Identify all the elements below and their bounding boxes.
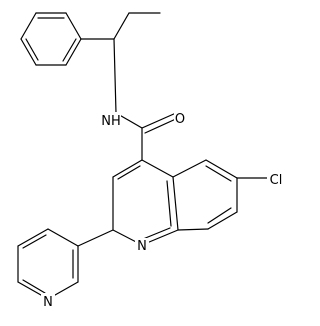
quinoline-core bbox=[112, 159, 269, 246]
svg-text:N: N bbox=[137, 239, 147, 254]
atom-label-chlorine: Cl bbox=[267, 171, 285, 188]
svg-text:O: O bbox=[175, 112, 185, 127]
pyridyl-ring bbox=[17, 228, 114, 300]
propyl-chain bbox=[80, 12, 161, 114]
atom-label-oxygen: O bbox=[174, 110, 187, 127]
amide-group bbox=[115, 112, 179, 161]
atom-label-pyridine-nitrogen: N bbox=[41, 293, 55, 310]
svg-text:NH: NH bbox=[101, 114, 121, 129]
phenyl-ring bbox=[20, 12, 82, 66]
svg-text:N: N bbox=[43, 295, 53, 310]
svg-text:Cl: Cl bbox=[270, 173, 283, 188]
atom-label-nh: NH bbox=[101, 112, 121, 129]
atom-label-quinoline-nitrogen: N bbox=[135, 238, 149, 254]
structure-diagram: NH O Cl N N bbox=[17, 12, 285, 310]
